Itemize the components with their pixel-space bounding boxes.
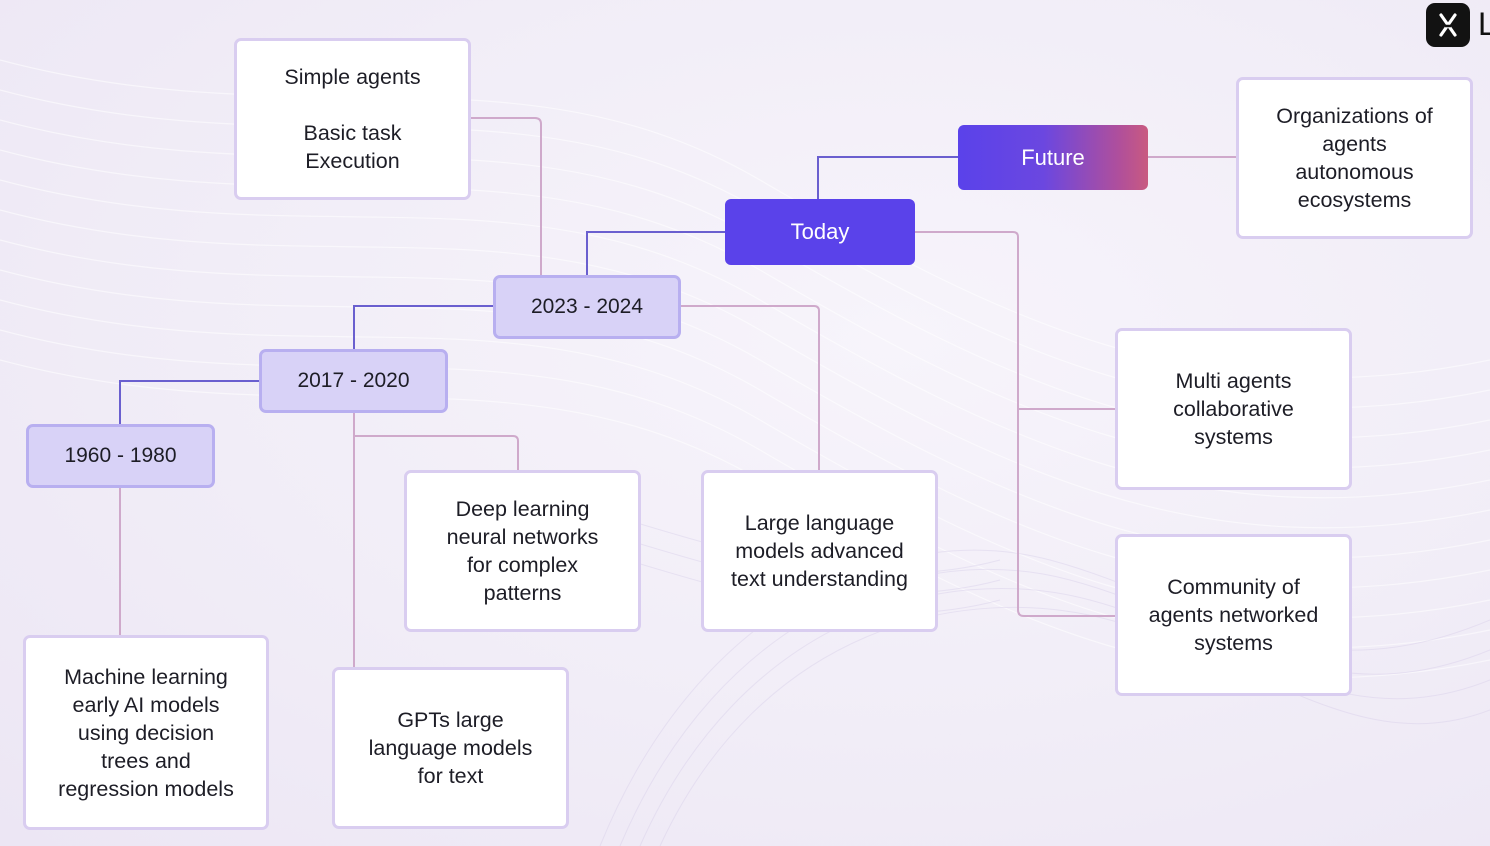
card-line: Execution <box>305 149 400 173</box>
community-card: Community of agents networked systems <box>1115 534 1352 696</box>
future-label: Future <box>1021 144 1085 170</box>
brand-partial-letter: L <box>1478 6 1490 42</box>
card-line: Large language <box>744 511 895 535</box>
card-line: trees and <box>101 748 191 773</box>
card-line: Multi agents <box>1175 369 1292 393</box>
llm-card: Large language models advanced text unde… <box>701 470 938 632</box>
card-line: using decision <box>77 720 215 745</box>
connector-2017-to-2023 <box>353 305 494 350</box>
connector-today-to-future <box>817 156 959 200</box>
period-label: 1960 - 1980 <box>64 444 177 467</box>
machine-learning-card: Machine learning early AI models using d… <box>23 635 269 830</box>
card-line: Machine learning <box>64 664 228 689</box>
card-line: Deep learning <box>455 497 590 521</box>
card-line: for complex <box>466 553 579 577</box>
connector-1960-to-2017 <box>119 380 260 425</box>
card-line: Basic task <box>303 121 402 145</box>
card-line: patterns <box>483 581 562 605</box>
connector-2023-to-llm <box>680 305 820 471</box>
period-2017-2020: 2017 - 2020 <box>259 349 448 413</box>
future-node: Future <box>958 125 1148 190</box>
card-line: Community of <box>1167 575 1300 599</box>
card-line: models advanced <box>735 539 904 563</box>
card-line: text understanding <box>731 567 908 591</box>
simple-agents-card: Simple agents Basic task Execution <box>234 38 471 200</box>
organizations-card: Organizations of agents autonomous ecosy… <box>1236 77 1473 239</box>
card-line: GPTs large <box>397 708 504 732</box>
connector-today-to-community <box>1017 409 1116 617</box>
period-label: 2017 - 2020 <box>297 369 410 392</box>
period-label: 2023 - 2024 <box>530 295 644 318</box>
brand-logo-icon <box>1426 3 1470 47</box>
deep-learning-card: Deep learning neural networks for comple… <box>404 470 641 632</box>
today-node: Today <box>725 199 915 265</box>
connector-today-to-multi-agents <box>914 231 1116 410</box>
card-line: language models <box>368 736 533 760</box>
card-line: agents <box>1322 132 1387 156</box>
connector-2017-to-deep-learning <box>354 435 519 471</box>
period-1960-1980: 1960 - 1980 <box>26 424 215 488</box>
period-2023-2024: 2023 - 2024 <box>493 275 681 339</box>
card-line: systems <box>1194 425 1273 449</box>
card-line: ecosystems <box>1297 188 1412 212</box>
card-line: systems <box>1194 631 1273 655</box>
today-label: Today <box>790 219 850 244</box>
card-line: collaborative <box>1173 397 1294 421</box>
card-line: agents networked <box>1148 603 1319 627</box>
brand-logo-mark <box>1439 13 1457 37</box>
multi-agents-card: Multi agents collaborative systems <box>1115 328 1352 490</box>
connector-2023-to-simple-agents <box>470 117 542 275</box>
gpts-card: GPTs large language models for text <box>332 667 569 829</box>
card-line: Organizations of <box>1276 104 1433 128</box>
card-line: neural networks <box>446 525 599 549</box>
card-line: for text <box>417 764 484 788</box>
card-line: Simple agents <box>284 65 421 89</box>
card-line: autonomous <box>1295 160 1414 184</box>
card-line: regression models <box>58 776 234 801</box>
connector-2023-to-today <box>586 231 726 275</box>
card-line: early AI models <box>72 692 220 717</box>
